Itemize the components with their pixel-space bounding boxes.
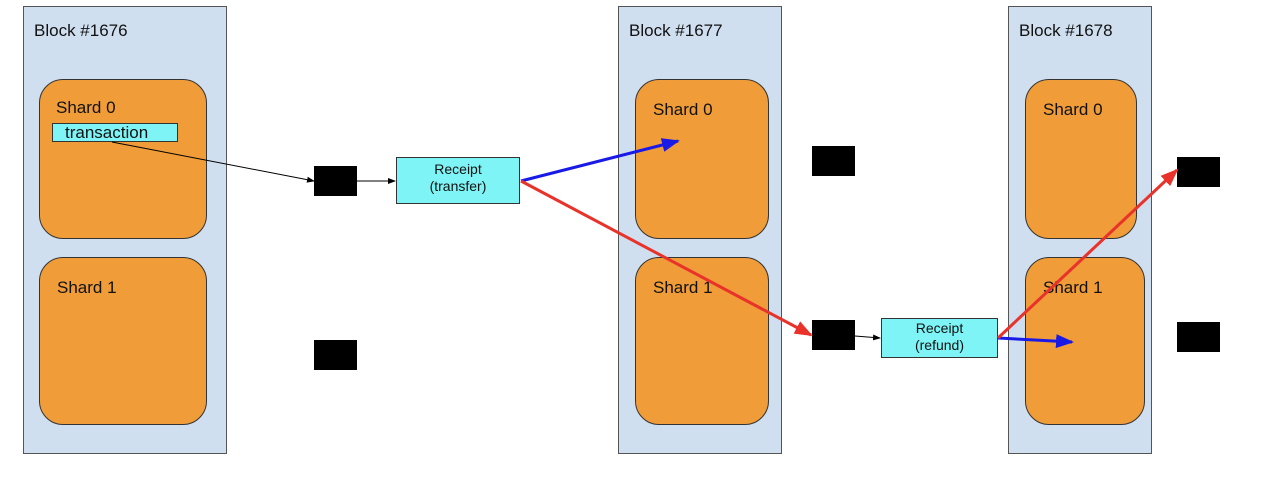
block-title: Block #1676 [34,21,128,40]
block-title: Block #1678 [1019,21,1113,40]
chunk-node [314,166,357,196]
chunk-node [812,146,855,176]
receipt-line1: Receipt [915,320,964,336]
receipt-line2: (transfer) [429,178,487,194]
receipt-refund: Receipt (refund) [881,318,998,358]
shard-label: Shard 0 [653,100,713,119]
shard-label: Shard 1 [57,278,117,297]
chunk-node [1177,157,1220,187]
receipt-line1: Receipt [434,161,482,177]
block-title: Block #1677 [629,21,723,40]
shard-0: Shard 0 [1025,79,1137,239]
chunk-node [1177,322,1220,352]
arrow-transfer-red [520,179,813,337]
block-1677: Block #1677 Shard 0 Shard 1 [618,6,782,454]
arrow-tx-to-node [111,141,315,183]
shard-0: Shard 0 [635,79,769,239]
shard-label: Shard 1 [653,278,713,297]
arrow-transfer-blue [520,138,680,183]
shard-0: Shard 0 [39,79,207,239]
transaction-box: transaction [52,123,178,142]
receipt-line2: (refund) [914,337,965,353]
block-1678: Block #1678 Shard 0 Shard 1 [1008,6,1152,454]
arrow-refund-red [996,168,1179,340]
chunk-node [812,320,855,350]
receipt-transfer: Receipt (transfer) [396,157,520,204]
shard-1: Shard 1 [39,257,207,425]
arrow-node-to-refund [854,334,881,341]
shard-1: Shard 1 [635,257,769,425]
shard-label: Shard 0 [56,98,116,117]
block-1676: Block #1676 Shard 0 Shard 1 [23,6,227,454]
shard-label: Shard 0 [1043,100,1103,119]
chunk-node [314,340,357,370]
arrow-refund-blue [997,334,1074,349]
